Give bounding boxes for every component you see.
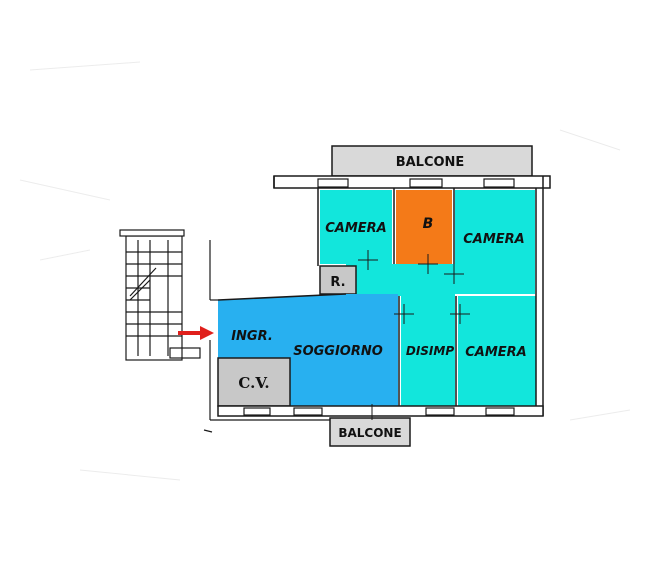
room-camera-bottom-label: CAMERA [465,345,527,360]
room-camera-left-label: CAMERA [325,221,387,236]
staircase-icon [119,229,201,361]
room-camera-right [455,190,535,294]
window-marks-bottom [243,407,515,416]
balcony-top-label: BALCONE [396,155,465,170]
door-marks [358,250,470,420]
room-camera-bottom [458,296,536,406]
balcony-bottom-label: BALCONE [338,426,401,440]
room-ripostiglio-label: R. [330,275,345,290]
room-cabina-label: C.V. [238,374,269,392]
background-sketch [19,61,631,481]
window-marks-top [317,178,515,188]
balcony-bottom [329,417,411,447]
room-bagno-label: B [423,216,434,232]
left-walls [203,240,330,433]
room-disimpegno-label: DISIMP [406,344,454,358]
wall-bottom [217,405,544,417]
room-bagno [396,190,452,264]
room-ingresso-label: INGR. [231,329,273,344]
room-corridor [346,264,455,296]
room-camera-left [320,190,392,264]
room-camera-right-label: CAMERA [463,232,525,247]
room-ripostiglio [319,265,357,295]
room-soggiorno-label: SOGGIORNO [293,344,383,359]
interior-walls [217,176,544,416]
room-cabina [217,357,291,407]
arrow-right-icon [178,326,214,340]
